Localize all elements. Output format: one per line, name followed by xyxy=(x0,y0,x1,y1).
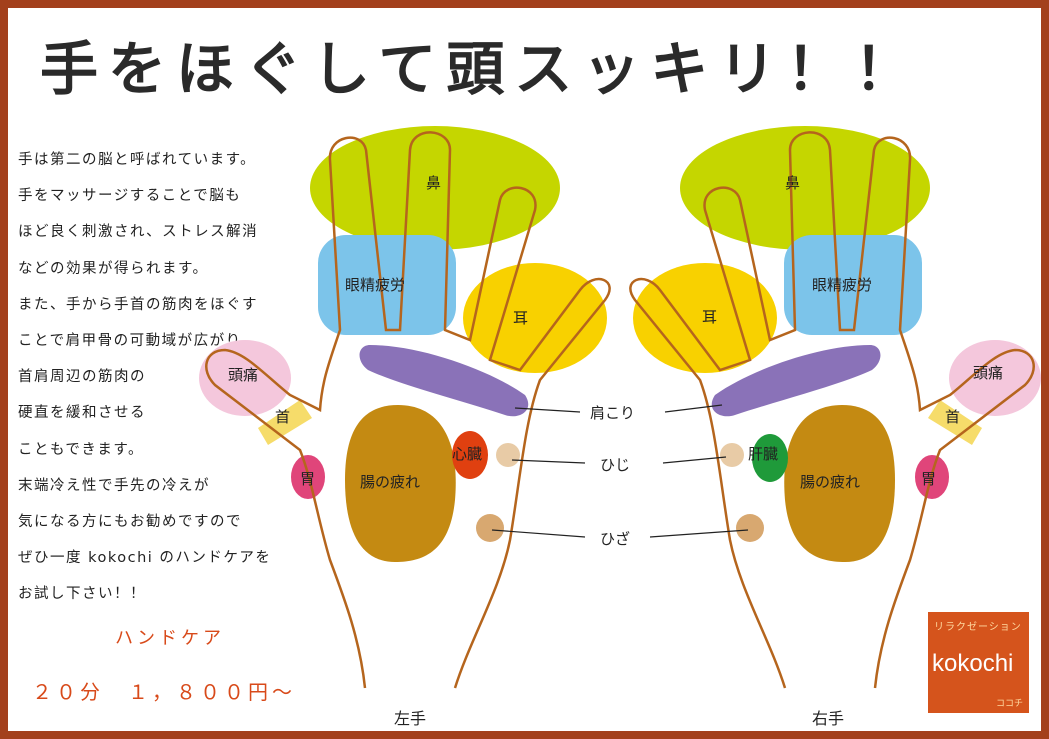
right-hand-label: 右手 xyxy=(812,709,845,728)
right-eye-label: 眼精疲労 xyxy=(812,276,872,294)
left-nose-label: 鼻 xyxy=(426,174,441,192)
intro-line: などの効果が得られます。 xyxy=(18,260,209,277)
intro-line: 手をマッサージすることで脳も xyxy=(18,188,242,205)
intro-line: ほど良く刺激され、ストレス解消 xyxy=(18,224,259,241)
right-intestine-label: 腸の疲れ xyxy=(800,473,860,491)
right-ear-label: 耳 xyxy=(702,308,717,326)
liver-label: 肝臓 xyxy=(748,445,778,463)
intro-line: ぜひ一度 kokochi のハンドケアを xyxy=(18,550,272,567)
intro-line: また、手から手首の筋肉をほぐす xyxy=(18,296,258,313)
left-hand-label: 左手 xyxy=(394,709,427,728)
heart-zone xyxy=(452,431,488,479)
left-eye-label: 眼精疲労 xyxy=(345,276,405,294)
intro-line: ことで肩甲骨の可動域が広がり、 xyxy=(18,332,257,349)
right-nose-label: 鼻 xyxy=(785,174,800,192)
liver-zone xyxy=(752,434,788,482)
heart-label: 心臓 xyxy=(452,445,482,463)
logo-name: kokochi xyxy=(932,650,1014,677)
intro-line: お試し下さい！！ xyxy=(18,586,146,603)
intro-line: 硬直を緩和させる xyxy=(18,405,146,422)
shoulder-label: 肩こり xyxy=(590,404,635,422)
service-name: ハンドケア xyxy=(115,628,225,649)
knee-label: ひざ xyxy=(600,530,630,548)
intro-line: 末端冷え性で手先の冷えが xyxy=(18,477,210,494)
right-neck-label: 首 xyxy=(945,408,960,426)
logo-kana: ココチ xyxy=(995,699,1023,709)
intro-line: こともできます。 xyxy=(18,441,144,458)
right-headache-label: 頭痛 xyxy=(973,364,1003,382)
poster-title: 手をほぐして頭スッキリ！！ xyxy=(40,35,923,103)
intro-line: 手は第二の脳と呼ばれています。 xyxy=(18,152,257,168)
left-ear-label: 耳 xyxy=(513,309,528,327)
elbow-label: ひじ xyxy=(600,456,630,474)
left-intestine-label: 腸の疲れ xyxy=(360,473,420,491)
intro-line: 気になる方にもお勧めですので xyxy=(18,513,242,530)
pointer-lines xyxy=(491,404,749,538)
left-stomach-label: 胃 xyxy=(300,470,315,488)
logo-subtitle: リラクゼーション xyxy=(934,622,1022,633)
service-price: ２０分 １，８００円～ xyxy=(32,680,296,704)
intro-line: 首肩周辺の筋肉の xyxy=(18,369,146,386)
left-headache-label: 頭痛 xyxy=(228,366,258,384)
intro-text: 手は第二の脳と呼ばれています。 手をマッサージすることで脳も ほど良く刺激され、… xyxy=(18,142,318,612)
kokochi-logo: リラクゼーション kokochi ココチ xyxy=(928,612,1029,713)
left-hand xyxy=(199,126,611,690)
right-hand xyxy=(629,126,1041,690)
right-stomach-label: 胃 xyxy=(921,470,936,488)
left-neck-label: 首 xyxy=(275,408,290,426)
